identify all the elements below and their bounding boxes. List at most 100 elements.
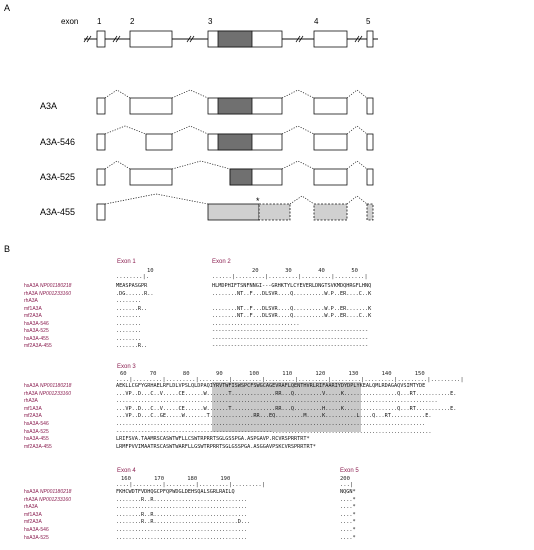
species-label: mf2A3A-455: [24, 342, 112, 350]
exon-3-header: Exon 3: [117, 364, 136, 370]
gene-exon-4: [313, 30, 348, 48]
gene-exon-1: [96, 30, 106, 48]
exon-number-4: 4: [314, 17, 319, 26]
species-name: hsA3A-546: [24, 527, 49, 533]
sequence-segment: ............................: [212, 320, 300, 327]
species-label: mf2A3A: [24, 312, 112, 320]
species-label: rhA3A NP001233160: [24, 496, 112, 504]
sequence-segment: ........R..R............................…: [116, 496, 248, 503]
species-label: hsA3A NP001180218: [24, 282, 112, 290]
sequence-segment: ----------------------------------------…: [212, 328, 369, 334]
species-name: hsA3A-455: [24, 335, 49, 342]
species-label: hsA3A-546: [24, 320, 112, 328]
exon-2-header: Exon 2: [212, 259, 231, 265]
species-name: hsA3A-525: [24, 328, 49, 334]
accession-number: NP001233160: [39, 290, 71, 297]
sequence-segment: .......R..: [116, 343, 148, 349]
species-label: mf2A3A-455: [24, 443, 112, 451]
species-name: rhA3A: [24, 390, 38, 397]
sequence-segment: ........: [116, 328, 141, 334]
alignment-row: rhA3A NP001233160 ...VP..D...C..V.....CE.…: [0, 390, 534, 398]
isoform-label-a3a: A3A: [40, 101, 57, 111]
species-name: mf2A3A: [24, 519, 42, 526]
sequence-segment: ........: [116, 298, 141, 304]
species-label: mf2A3A: [24, 412, 112, 420]
species-name: hsA3A-525: [24, 428, 49, 435]
sequence-segment: ........................................…: [116, 527, 248, 533]
panel-b-label: B: [4, 244, 10, 254]
exon-1-header: Exon 1: [117, 259, 136, 265]
species-label: hsA3A-455: [24, 335, 112, 343]
species-label: mf1A3A: [24, 305, 112, 313]
ruler-ticks-block1b: ......|.........|.........|.........|...…: [212, 274, 368, 280]
alignment-row: hsA3A-546 ..............................…: [0, 420, 534, 428]
alignment-row: mf1A3A .......R.. ........NT..F...DLSVR..…: [0, 305, 534, 313]
species-label: rhA3A NP001233160: [24, 390, 112, 398]
species-name: hsA3A: [24, 489, 39, 495]
ruler-block2: 60 70 80 90 100 110 120 130 140 150: [120, 371, 425, 377]
alignment-row: rhA3A ..................................…: [0, 397, 534, 405]
species-name: hsA3A-546: [24, 421, 49, 427]
species-label: rhA3A: [24, 503, 112, 511]
sequence-segment: ....*: [340, 534, 356, 541]
species-name: mf2A3A: [24, 313, 42, 319]
species-name: hsA3A: [24, 383, 39, 389]
sequence-segment: ...VP..D...C..V.....CE......W.......T...…: [116, 390, 457, 397]
sequence-segment: ........................................…: [116, 534, 248, 541]
alignment-row: mf2A3A-455 LRMFPVVIMAATRSCASWTWARFLLGSWT…: [0, 443, 534, 451]
species-label: mf2A3A: [24, 518, 112, 526]
alignment-row: hsA3A-546 ..............................…: [0, 526, 534, 534]
panel-a-label: A: [4, 3, 10, 13]
species-label: hsA3A-525: [24, 428, 112, 436]
alignment-row: mf2A3A ...VP..D...C..GE.....W.......T...…: [0, 412, 534, 420]
ruler-ticks-block3: ....|.........|.........|.........|.....…: [116, 482, 266, 488]
exon-number-3: 3: [208, 17, 213, 26]
alignment-row: mf2A3A ................NT..F...DLSVR....…: [0, 312, 534, 320]
sequence-segment: ........NT..F...DLSVR....Q..........W.P.…: [212, 305, 372, 312]
alignment-row: rhA3A NP001233160 ........R..R...........…: [0, 496, 534, 504]
accession-number: NP001233160: [39, 390, 71, 397]
isoform-a3a: [96, 89, 374, 115]
exon-number-5: 5: [366, 17, 371, 26]
accession-number: NP001233160: [39, 496, 71, 503]
sequence-segment: HLMDPHIFTSNFNNGI---GRHKTYLCYEVERLDNGTSVK…: [212, 283, 372, 289]
species-label: rhA3A: [24, 297, 112, 305]
gene-exon-2: [129, 30, 173, 48]
species-label: rhA3A: [24, 397, 112, 405]
sequence-segment: ........: [116, 320, 141, 327]
sequence-segment: ....*: [340, 511, 356, 518]
alignment-row: rhA3A ..................................…: [0, 503, 534, 511]
ruler-block1-exon1: 10: [147, 268, 154, 274]
species-name: rhA3A: [24, 496, 38, 503]
exon-5-header: Exon 5: [340, 468, 359, 474]
alignment-row: hsA3A-525 ........ ----------------------…: [0, 327, 534, 335]
isoform-a3a-525: [96, 160, 374, 186]
species-name: hsA3A: [24, 283, 39, 289]
ruler-block1-exon2: 20 30 40 50: [252, 268, 358, 274]
species-name: rhA3A: [24, 398, 38, 405]
isoform-a3a-455: [96, 193, 374, 221]
sequence-segment: ........................................…: [116, 398, 438, 405]
sequence-segment: AEKLLCGFYGRHAELRFLDLVPSLQLDPAQIYRVTWFISW…: [116, 383, 426, 389]
gene-structure: [83, 30, 378, 48]
species-name: rhA3A: [24, 504, 38, 511]
accession-number: NP001180218: [39, 283, 72, 289]
species-label: mf1A3A: [24, 511, 112, 519]
sequence-segment: ........: [116, 313, 141, 319]
sequence-segment: ........R..R............................…: [116, 511, 248, 518]
species-label: rhA3A NP001233160: [24, 290, 112, 298]
sequence-segment: ...VP..D...C..GE.....W.......T..........…: [116, 413, 432, 420]
exon-number-1: 1: [97, 17, 102, 26]
sequence-segment: ....*: [340, 527, 356, 533]
alignment-row: hsA3A-525 ..............................…: [0, 534, 534, 542]
species-name: hsA3A-525: [24, 534, 49, 541]
sequence-segment: ....*: [340, 519, 356, 526]
sequence-segment: ----------------------------------------…: [212, 343, 369, 349]
accession-number: NP001180218: [39, 489, 72, 495]
sequence-segment: .......R..: [116, 305, 148, 312]
sequence-segment: ----------------------------------------…: [212, 335, 369, 342]
alignment-row: mf1A3A ...VP..D...C..V.....CE......W....…: [0, 405, 534, 413]
